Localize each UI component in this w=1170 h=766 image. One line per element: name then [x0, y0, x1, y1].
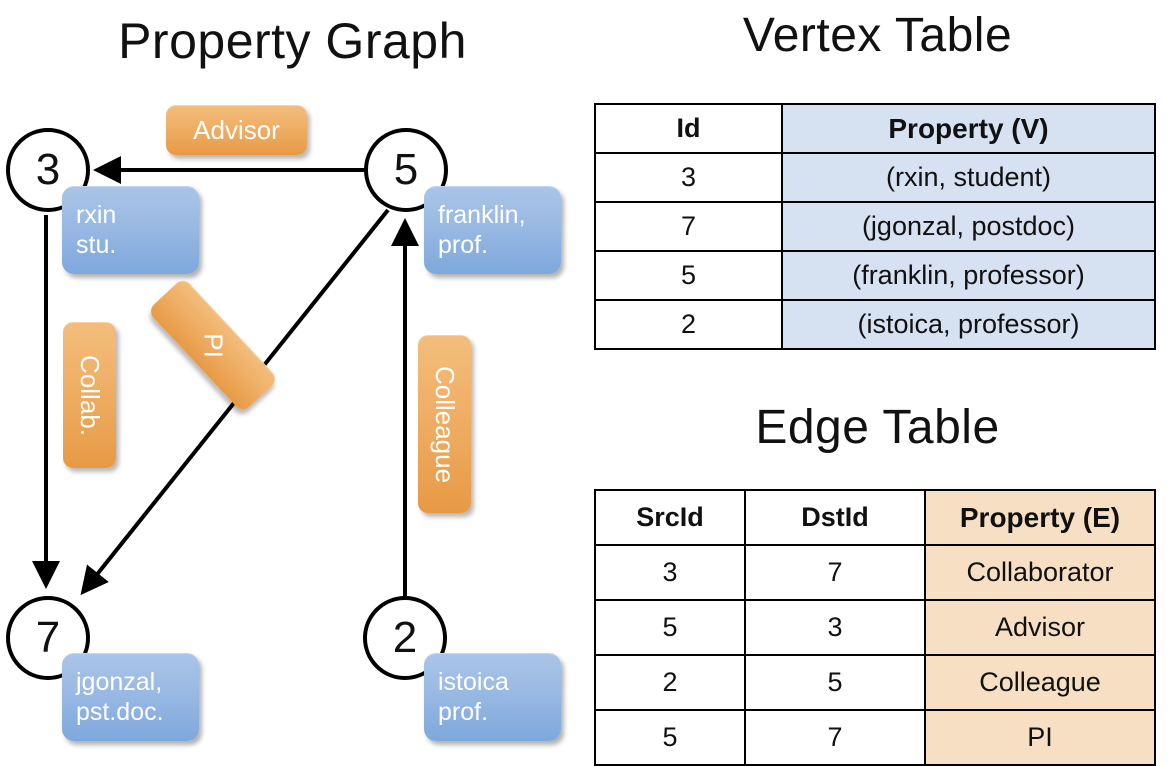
edge-table: SrcId DstId Property (E) 3 7 Collaborato…: [594, 489, 1156, 766]
table-row: 5 7 PI: [594, 709, 1156, 766]
edge-cell-property: Advisor: [924, 599, 1156, 656]
vertex-cell-id: 7: [594, 201, 783, 252]
table-row: 2 (istoica, professor): [594, 299, 1156, 350]
edge-cell-srcid: 5: [594, 709, 746, 766]
edge-cell-srcid: 2: [594, 654, 746, 711]
vertex-table-header-property: Property (V): [781, 103, 1156, 154]
vertex-cell-property: (franklin, professor): [781, 250, 1156, 301]
vertex-cell-id: 5: [594, 250, 783, 301]
edge-label-pi-text: PI: [198, 333, 229, 358]
vertex-table-header-id: Id: [594, 103, 783, 154]
table-row: 7 (jgonzal, postdoc): [594, 201, 1156, 252]
table-row: 5 3 Advisor: [594, 599, 1156, 656]
page-title-property-graph: Property Graph: [118, 13, 467, 69]
node-property-line-1: jgonzal,: [76, 668, 163, 696]
vertex-cell-property: (istoica, professor): [781, 299, 1156, 350]
graph-node-5[interactable]: 5: [364, 128, 448, 212]
table-header-row: Id Property (V): [594, 103, 1156, 154]
node-property-line-1: franklin,: [438, 201, 526, 229]
table-row: 3 (rxin, student): [594, 152, 1156, 203]
edge-label-advisor: Advisor: [166, 105, 307, 155]
vertex-table: Id Property (V) 3 (rxin, student) 7 (jgo…: [594, 103, 1156, 350]
edge-table-header-dstid: DstId: [744, 489, 926, 546]
edge-cell-srcid: 5: [594, 599, 746, 656]
table-row: 2 5 Colleague: [594, 654, 1156, 711]
edge-cell-dstid: 7: [744, 544, 926, 601]
edge-cell-property: Collaborator: [924, 544, 1156, 601]
property-graph-diagram: 3 5 7 2 rxin stu. franklin, prof. jgonza…: [0, 0, 585, 760]
edge-table-header-srcid: SrcId: [594, 489, 746, 546]
vertex-cell-property: (rxin, student): [781, 152, 1156, 203]
node-property-line-2: stu.: [76, 230, 117, 259]
page-title-vertex-table: Vertex Table: [742, 9, 1013, 62]
edge-cell-dstid: 5: [744, 654, 926, 711]
edge-cell-srcid: 3: [594, 544, 746, 601]
vertex-cell-id: 2: [594, 299, 783, 350]
table-row: 3 7 Collaborator: [594, 544, 1156, 601]
edge-cell-dstid: 7: [744, 709, 926, 766]
node-property-box-3: rxin stu.: [62, 186, 199, 274]
node-property-box-2: istoica prof.: [424, 653, 561, 741]
table-row: 5 (franklin, professor): [594, 250, 1156, 301]
vertex-cell-id: 3: [594, 152, 783, 203]
edge-label-colleague-text: Colleague: [430, 365, 460, 484]
edge-label-collab-text: Collab.: [75, 355, 105, 436]
edge-table-header-property: Property (E): [924, 489, 1156, 546]
page-title-edge-table: Edge Table: [755, 401, 1000, 454]
node-property-line-2: prof.: [438, 697, 489, 726]
edge-cell-dstid: 3: [744, 599, 926, 656]
edge-cell-property: PI: [924, 709, 1156, 766]
node-property-line-1: istoica: [438, 668, 509, 696]
node-property-line-2: prof.: [438, 230, 489, 259]
node-property-line-2: pst.doc.: [76, 697, 164, 726]
table-header-row: SrcId DstId Property (E): [594, 489, 1156, 546]
edge-cell-property: Colleague: [924, 654, 1156, 711]
node-property-box-5: franklin, prof.: [424, 186, 561, 274]
node-property-line-1: rxin: [76, 201, 117, 229]
vertex-cell-property: (jgonzal, postdoc): [781, 201, 1156, 252]
graph-node-2[interactable]: 2: [363, 596, 447, 680]
edge-label-colleague: Colleague: [418, 335, 471, 513]
edge-label-collab: Collab.: [63, 322, 116, 468]
node-property-box-7: jgonzal, pst.doc.: [62, 653, 199, 741]
